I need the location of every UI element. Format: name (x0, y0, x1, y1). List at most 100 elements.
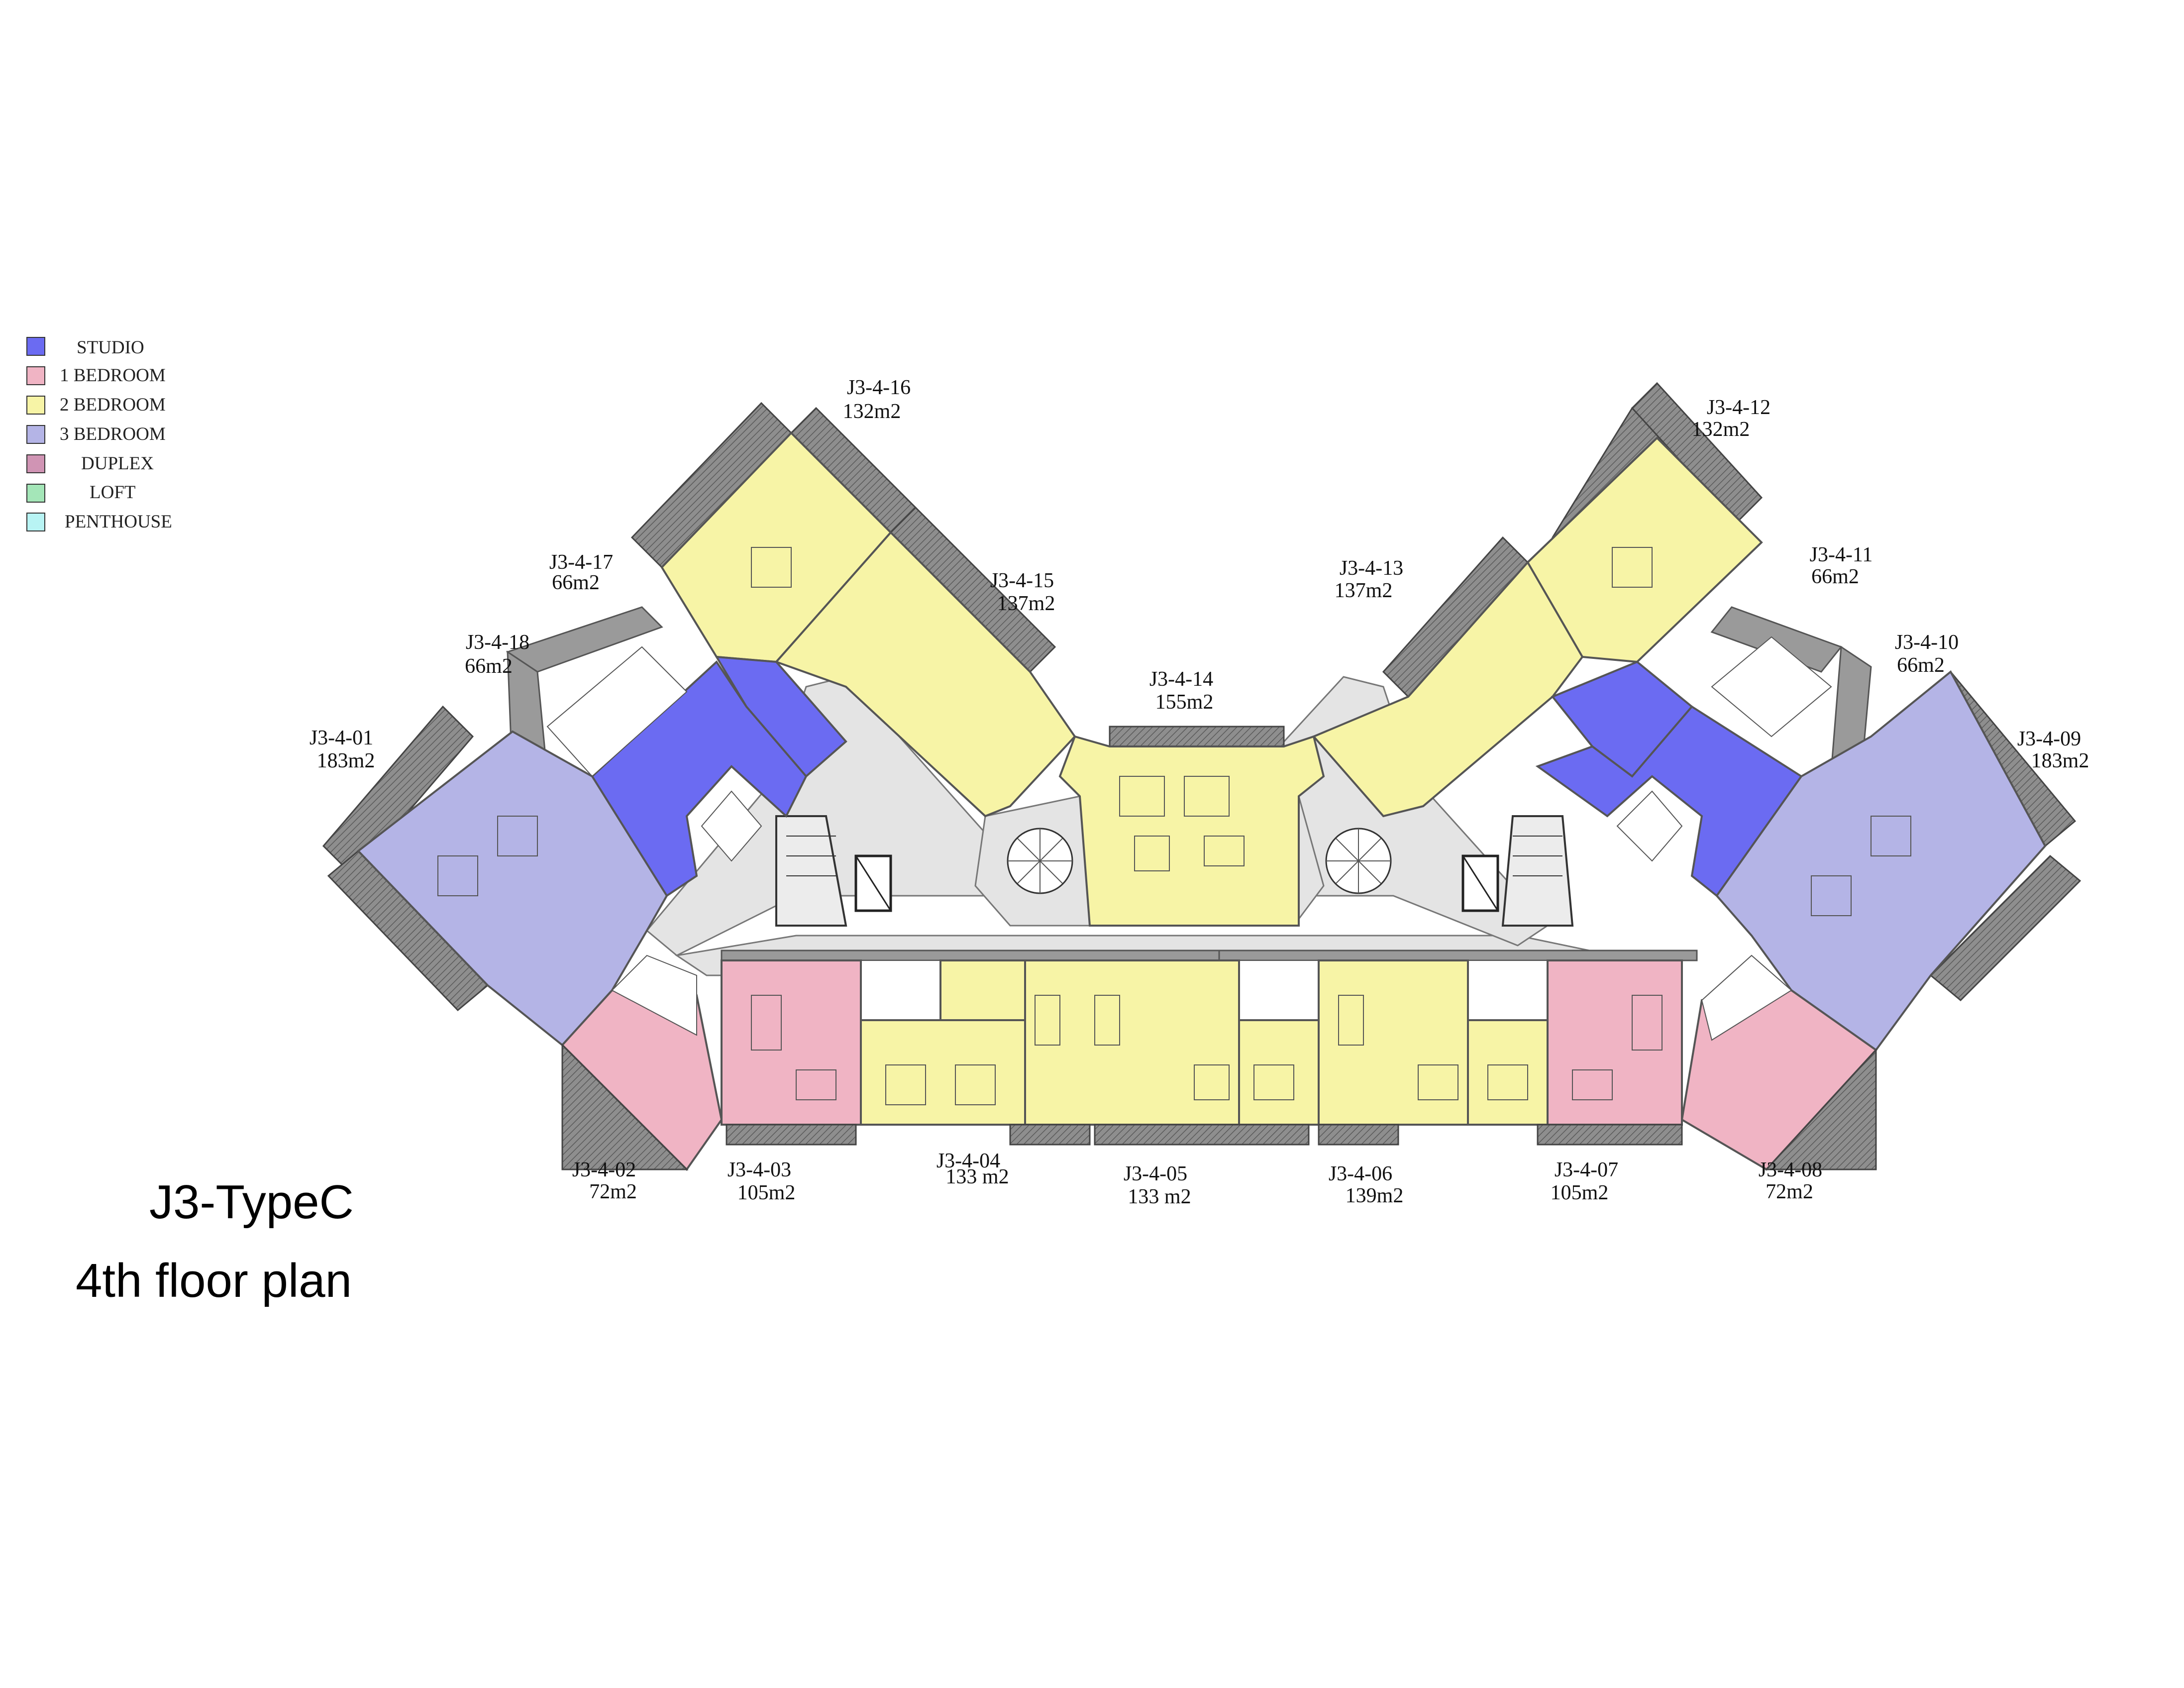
void-bottom-1 (860, 960, 941, 1021)
legend-label-loft: LOFT (90, 482, 136, 503)
unit-id-J3-4-12: J3-4-12 (1707, 396, 1770, 419)
legend-item-duplex: DUPLEX (26, 453, 154, 474)
stair-core-right-shape (1501, 815, 1574, 927)
drawing-title: J3-TypeC 4th floor plan (76, 1175, 354, 1307)
unit-id-J3-4-05: J3-4-05 (1124, 1162, 1187, 1185)
unit-J3-4-13[interactable] (1312, 560, 1584, 818)
unit-area-J3-4-09: 183m2 (2031, 749, 2089, 772)
furniture-sketches (437, 547, 1911, 1105)
unit-J3-4-05[interactable] (1024, 959, 1240, 1126)
legend-swatch-3-bedroom (26, 425, 45, 444)
unit-id-J3-4-16: J3-4-16 (847, 376, 911, 399)
unit-area-J3-4-04: 133 m2 (945, 1165, 1009, 1188)
unit-J3-4-15[interactable] (774, 531, 1076, 818)
unit-area-J3-4-13: 137m2 (1335, 579, 1393, 602)
stair-core-left-shape (775, 815, 847, 927)
unit-id-J3-4-15: J3-4-15 (990, 569, 1054, 592)
legend-label-studio: STUDIO (77, 337, 144, 358)
unit-id-J3-4-11: J3-4-11 (1810, 543, 1873, 566)
unit-J3-4-04[interactable] (860, 1019, 1026, 1126)
unit-J3-4-07[interactable] (1547, 959, 1683, 1126)
legend-swatch-2-bedroom (26, 396, 45, 415)
legend-swatch-duplex (26, 454, 45, 473)
unit-J3-4-08[interactable] (1680, 989, 1878, 1171)
legend-item-3-bedroom: 3 BEDROOM (26, 424, 166, 444)
legend-label-2-bedroom: 2 BEDROOM (60, 395, 166, 415)
unit-id-J3-4-07: J3-4-07 (1555, 1159, 1618, 1181)
unit-id-J3-4-06: J3-4-06 (1329, 1162, 1392, 1185)
unit-area-J3-4-16: 132m2 (843, 400, 901, 423)
terrace-07 (1537, 1124, 1683, 1146)
legend-item-penthouse: PENTHOUSE (26, 512, 172, 532)
legend-label-penthouse: PENTHOUSE (65, 512, 172, 532)
unit-area-J3-4-05: 133 m2 (1128, 1185, 1191, 1208)
unit-area-J3-4-12: 132m2 (1692, 418, 1750, 441)
legend-swatch-loft (26, 484, 45, 503)
unit-area-J3-4-17: 66m2 (552, 571, 600, 594)
unit-J3-4-14[interactable] (1058, 735, 1325, 927)
unit-J3-4-03[interactable] (721, 959, 862, 1126)
unit-J3-4-09[interactable] (1715, 670, 2047, 1052)
terrace-09-lower (1929, 854, 2081, 1002)
wall-11-10 (1710, 606, 1843, 673)
unit-area-J3-4-02: 72m2 (589, 1180, 637, 1203)
bottom-terraces (726, 1124, 1683, 1146)
unit-id-J3-4-01: J3-4-01 (310, 727, 373, 749)
legend-item-loft: LOFT (26, 482, 136, 503)
unit-area-J3-4-14: 155m2 (1155, 691, 1214, 714)
terrace-14 (1109, 726, 1285, 747)
unit-area-J3-4-07: 105m2 (1551, 1181, 1609, 1204)
legend-swatch-studio (26, 337, 45, 356)
terrace-03 (726, 1124, 857, 1146)
legend-item-studio: STUDIO (26, 337, 144, 358)
unit-id-J3-4-09: J3-4-09 (2017, 728, 2081, 750)
unit-J3-4-05-east[interactable] (1238, 1019, 1320, 1126)
unit-area-J3-4-15: 137m2 (997, 592, 1055, 615)
legend-swatch-1-bedroom (26, 366, 45, 385)
terrace-02 (561, 1043, 689, 1170)
legend: STUDIO 1 BEDROOM 2 BEDROOM 3 BEDROOM DUP… (26, 337, 172, 532)
unit-area-J3-4-10: 66m2 (1897, 654, 1945, 677)
unit-J3-4-18[interactable] (591, 660, 808, 897)
garden-left (1007, 828, 1073, 894)
garden-right (1325, 828, 1392, 894)
unit-id-J3-4-02: J3-4-02 (572, 1159, 636, 1181)
void-bottom-3 (1467, 960, 1548, 1021)
unit-id-J3-4-13: J3-4-13 (1340, 557, 1403, 580)
unit-J3-4-04-north[interactable] (939, 959, 1026, 1021)
unit-J3-4-06[interactable] (1318, 959, 1469, 1126)
unit-id-J3-4-08: J3-4-08 (1759, 1159, 1822, 1181)
stair-core-left (775, 815, 892, 927)
bottom-wall-left (721, 950, 1220, 961)
void-light-well-08 (1701, 954, 1792, 1041)
unit-id-J3-4-10: J3-4-10 (1895, 631, 1959, 654)
legend-label-1-bedroom: 1 BEDROOM (60, 365, 166, 386)
title-line-1: J3-TypeC (149, 1175, 354, 1229)
void-bottom-2 (1239, 960, 1319, 1021)
title-line-2: 4th floor plan (76, 1254, 352, 1307)
unit-id-J3-4-04: J3-4-04 (936, 1150, 1000, 1172)
bottom-wall-right (1218, 950, 1698, 961)
legend-item-1-bedroom: 1 BEDROOM (26, 365, 166, 386)
unit-J3-4-01[interactable] (357, 730, 668, 1047)
unit-id-J3-4-17: J3-4-17 (549, 551, 613, 574)
terrace-04 (1009, 1124, 1091, 1146)
void-studio-courtyard-right (1616, 790, 1683, 862)
stair-core-right (1461, 815, 1574, 927)
void-light-well-10 (1711, 636, 1832, 738)
unit-id-J3-4-03: J3-4-03 (728, 1159, 791, 1181)
unit-area-J3-4-06: 139m2 (1346, 1184, 1404, 1207)
unit-area-J3-4-01: 183m2 (317, 749, 375, 772)
unit-area-J3-4-08: 72m2 (1766, 1180, 1813, 1203)
legend-label-duplex: DUPLEX (81, 453, 154, 474)
bottom-row (721, 950, 1698, 1021)
legend-swatch-penthouse (26, 513, 45, 531)
terrace-08 (1765, 1048, 1877, 1170)
unit-area-J3-4-03: 105m2 (737, 1181, 796, 1204)
legend-item-2-bedroom: 2 BEDROOM (26, 395, 166, 415)
void-light-well-02 (611, 954, 697, 1036)
void-light-well-18 (546, 646, 688, 777)
unit-J3-4-06-east[interactable] (1467, 1019, 1549, 1126)
legend-label-3-bedroom: 3 BEDROOM (60, 424, 166, 444)
